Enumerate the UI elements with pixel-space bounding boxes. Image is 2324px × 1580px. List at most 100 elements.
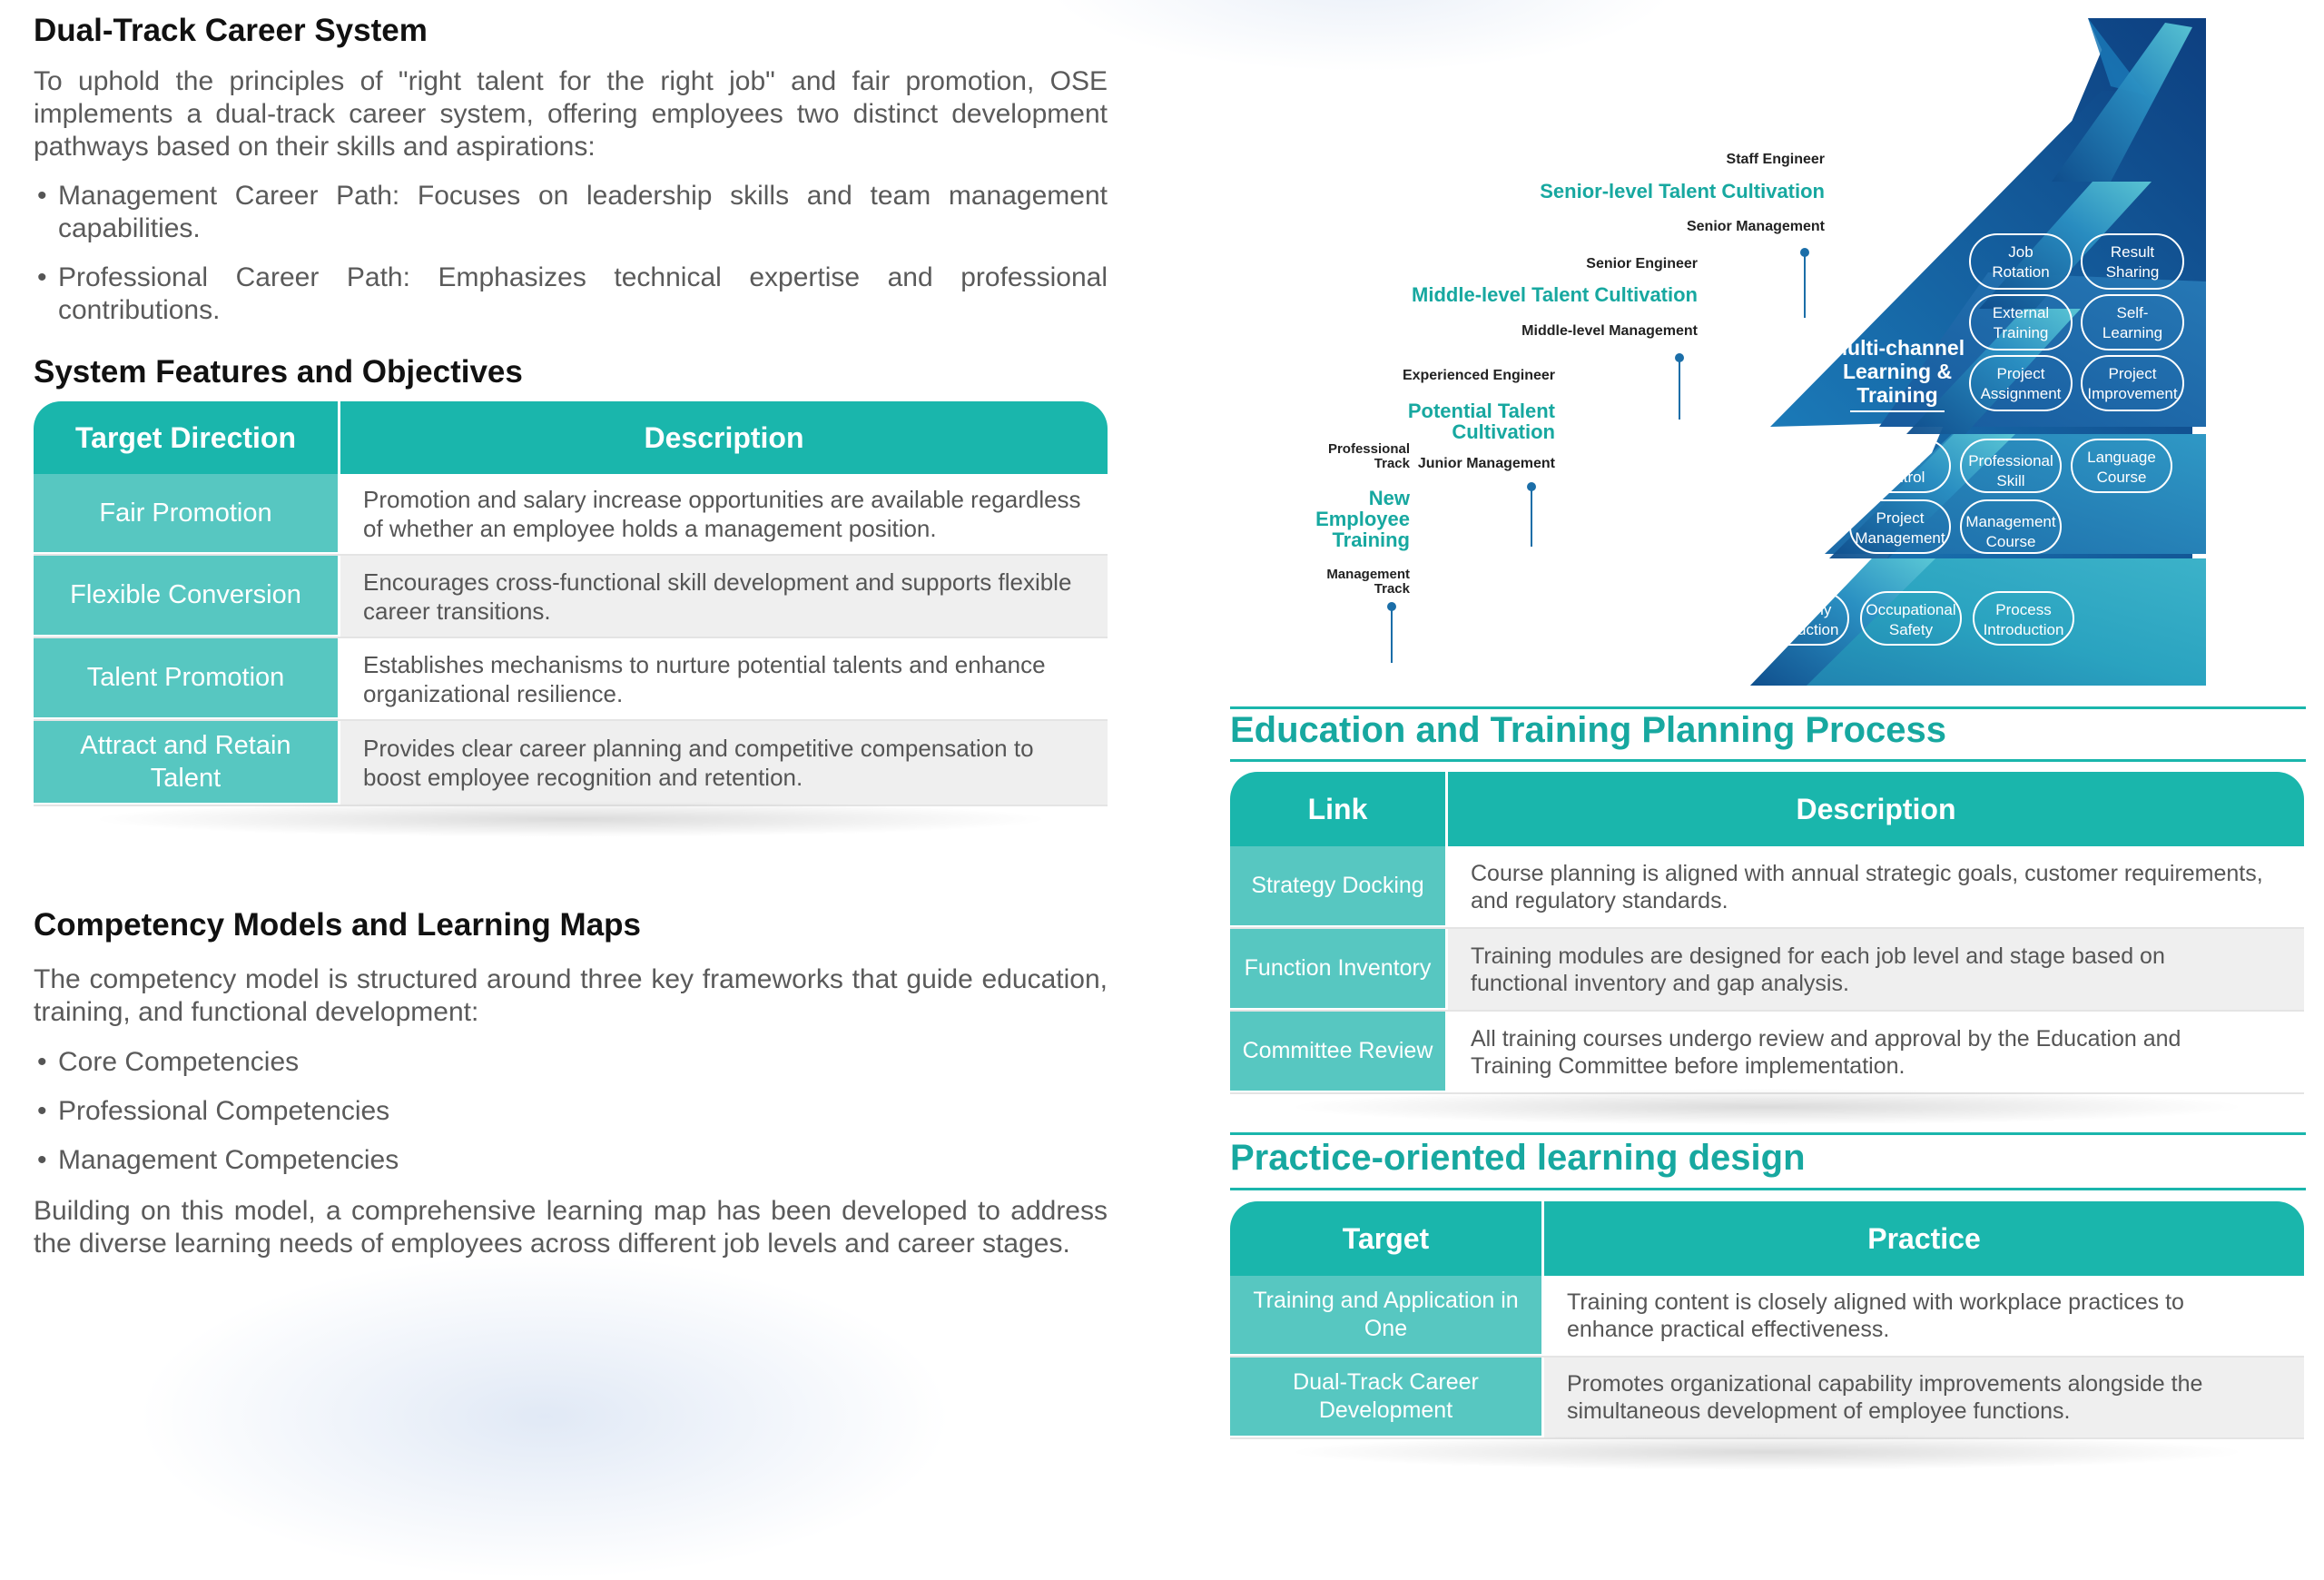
- career-bullets: Management Career Path: Focuses on leade…: [34, 180, 1108, 343]
- pill-project-management: [1849, 499, 1951, 554]
- section-title-competency: Competency Models and Learning Maps: [34, 907, 641, 943]
- column-header: Link: [1307, 792, 1368, 825]
- divider: [1230, 1188, 2306, 1190]
- row-label: Attract and Retain Talent: [34, 721, 338, 805]
- column-header: Practice: [1541, 1201, 2304, 1276]
- list-item: Core Competencies: [34, 1046, 1108, 1079]
- column-header: Description: [338, 401, 1108, 474]
- background-glow: [136, 1253, 953, 1580]
- row-description: Training content is closely aligned with…: [1541, 1276, 2304, 1356]
- row-description: All training courses undergo review and …: [1445, 1012, 2304, 1092]
- pill-job-rotation: [1969, 233, 2073, 290]
- step-1-title: New Employee: [1590, 591, 1737, 615]
- pill-process-introduction: [1973, 591, 2074, 646]
- stair-riser: [1829, 434, 2015, 558]
- planning-table: Link Description Strategy Docking Course…: [1230, 772, 2304, 1125]
- pill-text: Assignment: [1981, 385, 2062, 402]
- pill-text: Improvement: [2087, 385, 2177, 402]
- pill-text: Professional: [1968, 452, 2053, 469]
- stair-riser: [2052, 23, 2192, 182]
- table-row: Dual-Track Career Development Promotes o…: [1230, 1358, 2304, 1439]
- list-item: Professional Competencies: [34, 1095, 1108, 1128]
- row-label: Fair Promotion: [34, 474, 338, 554]
- step-3-title: Learning &: [1843, 360, 1952, 383]
- management-track-label: Management: [1326, 567, 1410, 582]
- list-item: Professional Career Path: Emphasizes tec…: [34, 262, 1108, 327]
- senior-cultivation-label: Senior-level Talent Cultivation: [1540, 180, 1825, 202]
- row-label: Strategy Docking: [1230, 846, 1445, 927]
- pill-project-improvement: [2081, 355, 2184, 411]
- stair-riser: [1906, 309, 2081, 434]
- row-label: Flexible Conversion: [34, 556, 338, 637]
- track-marker-dot: [1675, 353, 1684, 362]
- new-employee-training-label: Employee: [1315, 508, 1410, 530]
- potential-cultivation-label: Potential Talent: [1408, 400, 1556, 422]
- pill-text: Skill: [1996, 472, 2024, 489]
- middle-cultivation-label: Middle-level Talent Cultivation: [1412, 283, 1698, 306]
- stair-riser: [1750, 558, 1935, 686]
- table-row: Fair Promotion Promotion and salary incr…: [34, 474, 1108, 556]
- table-row: Talent Promotion Establishes mechanisms …: [34, 638, 1108, 721]
- table-row: Strategy Docking Course planning is alig…: [1230, 846, 2304, 929]
- row-label: Committee Review: [1230, 1012, 1445, 1092]
- row-label: Talent Promotion: [34, 638, 338, 719]
- table-header: Link Description: [1230, 772, 2304, 846]
- new-employee-training-label: Training: [1332, 528, 1410, 551]
- pill-text: Rotation: [1992, 263, 2049, 281]
- pill-text: Management: [1965, 513, 2056, 530]
- pill-project-assignment: [1969, 355, 2073, 411]
- row-description: Training modules are designed for each j…: [1445, 929, 2304, 1010]
- table-row: Committee Review All training courses un…: [1230, 1012, 2304, 1094]
- experienced-engineer-label: Experienced Engineer: [1403, 368, 1555, 383]
- pill-text: Project: [2109, 365, 2157, 382]
- table-header: Target Practice: [1230, 1201, 2304, 1276]
- practice-table: Target Practice Training and Application…: [1230, 1201, 2304, 1470]
- senior-engineer-label: Senior Engineer: [1586, 256, 1698, 272]
- section-title-career: Dual-Track Career System: [34, 13, 428, 48]
- row-label: Dual-Track Career Development: [1230, 1358, 1541, 1437]
- pill-text: Management: [1855, 529, 1945, 547]
- column-header: Target: [1342, 1221, 1430, 1255]
- pill-text: External: [1993, 304, 2049, 321]
- pill-text: Project: [1997, 365, 2045, 382]
- professional-track-label: Track: [1374, 456, 1411, 471]
- pill-text: Result: [2111, 243, 2154, 261]
- table-header: Target Direction Description: [34, 401, 1108, 474]
- pill-text: Training: [1994, 324, 2049, 341]
- pill-text: Sharing: [2106, 263, 2160, 281]
- pill-text: Project: [1876, 509, 1925, 527]
- track-marker-dot: [1387, 602, 1396, 611]
- column-header: Description: [1445, 772, 2304, 846]
- pill-text: Self-: [2117, 304, 2149, 321]
- step-3-title: Multi-channel: [1830, 336, 1965, 360]
- pill-text: Course: [1986, 533, 2036, 550]
- features-table: Target Direction Description Fair Promot…: [34, 401, 1108, 837]
- pill-management-course: [1960, 499, 2062, 554]
- pill-occupational-safety: [1860, 591, 1962, 646]
- new-employee-training-label: New: [1369, 487, 1411, 509]
- step-3-title: Training: [1856, 383, 1937, 407]
- section-title-planning: Education and Training Planning Process: [1230, 710, 1947, 750]
- senior-management-label: Senior Management: [1687, 219, 1826, 234]
- row-description: Course planning is aligned with annual s…: [1445, 846, 2304, 927]
- divider: [1230, 1132, 2306, 1135]
- pill-text: Introduction: [1758, 621, 1839, 638]
- pill-result-sharing: [2081, 233, 2184, 290]
- divider: [1230, 706, 2306, 709]
- junior-management-label: Junior Management: [1418, 456, 1556, 471]
- pill-text: Course: [2097, 469, 2147, 486]
- pill-text: Learning: [2102, 324, 2162, 341]
- professional-track-label: Professional: [1328, 441, 1410, 457]
- pill-text: Occupational: [1866, 601, 1955, 618]
- pill-quality-control: [1849, 439, 1951, 493]
- pill-language-course: [2071, 439, 2172, 493]
- competency-intro: The competency model is structured aroun…: [34, 964, 1108, 1027]
- pill-text: Job: [2008, 243, 2033, 261]
- track-marker-dot: [1800, 248, 1809, 257]
- table-row: Attract and Retain Talent Provides clear…: [34, 721, 1108, 806]
- column-header: Target Direction: [75, 420, 296, 454]
- pill-self-learning: [2081, 294, 2184, 351]
- track-marker-dot: [1527, 482, 1536, 491]
- career-ladder-diagram: Staff Engineer Senior-level Talent Culti…: [1315, 18, 2206, 686]
- pill-text: Safety: [1889, 621, 1934, 638]
